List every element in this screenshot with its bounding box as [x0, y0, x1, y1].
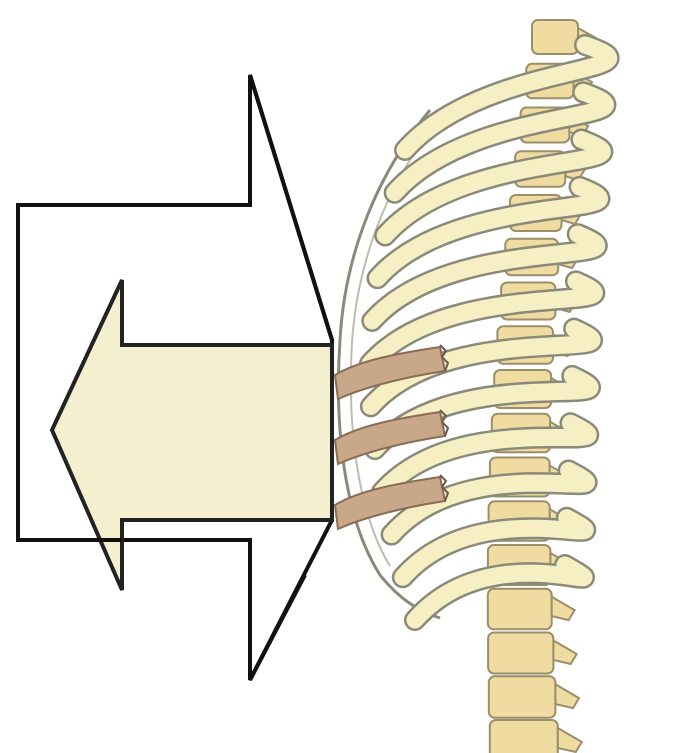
- vertebra: [488, 589, 552, 630]
- spinous-process: [553, 641, 576, 665]
- spinous-process: [552, 597, 575, 620]
- spinous-process: [555, 684, 579, 708]
- flail-segment: [335, 345, 448, 529]
- spinous-process: [558, 728, 582, 752]
- vertebra: [532, 20, 578, 54]
- vertebra: [488, 633, 553, 674]
- vertebra: [489, 676, 556, 718]
- vertebra: [490, 720, 558, 753]
